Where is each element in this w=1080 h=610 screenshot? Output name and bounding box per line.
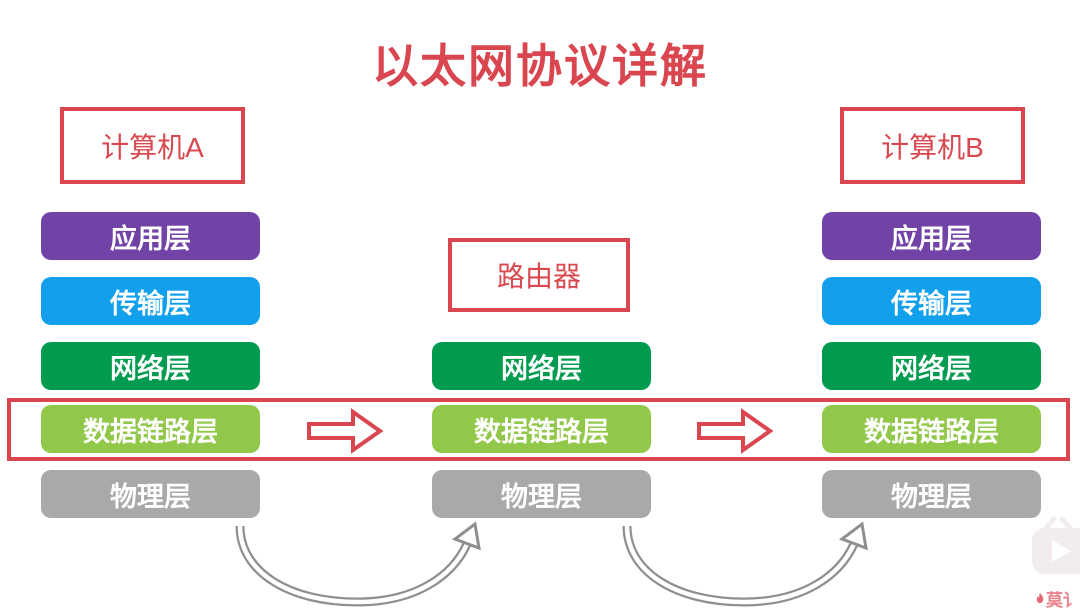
layer-b-network: 网络层 <box>822 342 1041 390</box>
curved-arrow-icon <box>235 521 481 607</box>
layer-b-transport: 传输层 <box>822 277 1041 325</box>
flame-icon <box>1036 592 1044 604</box>
curved-arrow-icon <box>622 521 868 607</box>
layer-b-application: 应用层 <box>822 212 1041 260</box>
computer-a-label: 计算机A <box>101 131 204 163</box>
datalink-highlight-rect <box>7 398 1070 461</box>
layer-b-physical: 物理层 <box>822 470 1041 518</box>
layer-b-datalink: 数据链路层 <box>822 405 1041 453</box>
tv-play-icon <box>1032 516 1080 574</box>
router-label: 路由器 <box>496 261 581 292</box>
layer-a-network: 网络层 <box>41 342 260 390</box>
computer-b-box: 计算机B <box>840 107 1025 184</box>
right-arrow-icon <box>307 408 384 454</box>
brand-text: 莫讠 <box>1046 590 1080 610</box>
layer-a-datalink: 数据链路层 <box>41 405 260 453</box>
layer-router-network: 网络层 <box>432 342 651 390</box>
layer-a-physical: 物理层 <box>41 470 260 518</box>
computer-b-label: 计算机B <box>881 131 984 163</box>
layer-router-physical: 物理层 <box>432 470 651 518</box>
page-title: 以太网协议详解 <box>372 40 708 92</box>
computer-a-box: 计算机A <box>60 107 245 184</box>
brand-watermark: 莫讠 <box>1036 586 1080 610</box>
layer-a-transport: 传输层 <box>41 277 260 325</box>
layer-a-application: 应用层 <box>41 212 260 260</box>
layer-router-datalink: 数据链路层 <box>432 405 651 453</box>
right-arrow-icon <box>697 408 774 454</box>
router-box: 路由器 <box>448 238 630 312</box>
